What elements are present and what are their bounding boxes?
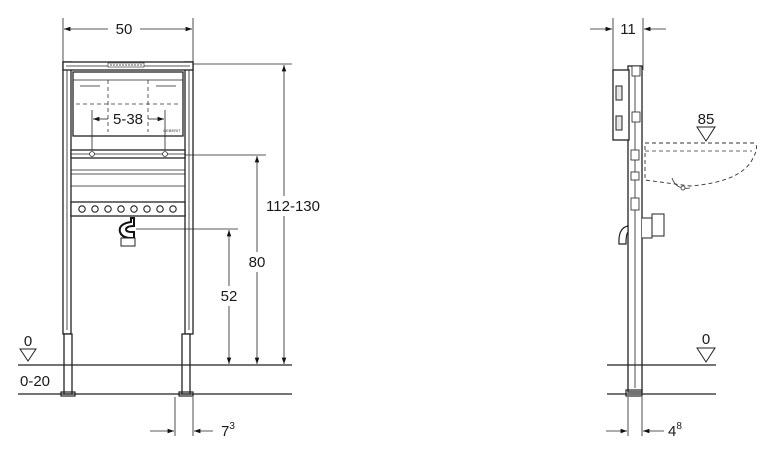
rail-hole [91,205,99,213]
rail-hole [130,205,138,213]
foot-offset-main: 7 [221,423,229,440]
rail-hole [104,205,112,213]
height-low-label: 52 [221,288,238,305]
depth-dimension: 11 [590,18,666,70]
cross-rail [70,149,186,187]
rail-hole [78,205,86,213]
width-label: 50 [116,21,133,38]
side-floor-level-label: 0 [702,331,710,348]
side-foot-offset-main: 4 [668,423,676,440]
wash-basin [644,142,757,191]
foot-offset-dimension: 73 [150,397,235,440]
perforated-rail [70,201,186,217]
height-total-dimension: 112-130 [260,65,326,364]
floor-range-label: 0-20 [20,373,50,390]
side-foot-offset-sup: 8 [676,421,682,432]
front-view: 50 GEBERIT [18,18,326,440]
floor-level: 0 0-20 [18,333,292,395]
drain-trap [118,217,136,247]
foot-offset-sup: 3 [229,421,235,432]
rail-hole [156,205,164,213]
floor-level-label: 0 [24,333,32,350]
depth-label: 11 [620,21,636,38]
side-foot-offset-label: 48 [668,421,682,440]
hole-spacing-dimension: 5-38 [91,110,166,156]
side-floor-level: 0 [607,331,716,395]
drain-pipe [618,213,665,245]
width-dimension: 50 [62,18,194,64]
rail-hole [117,205,125,213]
basin-height-label: 85 [698,111,715,128]
foot-offset-label: 73 [221,421,235,440]
hole-spacing-label: 5-38 [113,111,143,128]
rail-hole [143,205,151,213]
height-mid-dimension: 80 [244,156,270,364]
side-foot-offset-dimension: 48 [606,397,682,440]
height-total-label: 112-130 [266,198,320,215]
height-mid-label: 80 [249,254,266,271]
rail-hole [169,205,177,213]
side-view: 11 8 [590,18,757,440]
brand-mark: GEBERIT [163,128,181,133]
basin-height-marker: 85 [696,111,716,142]
height-low-dimension: 52 [216,230,242,364]
